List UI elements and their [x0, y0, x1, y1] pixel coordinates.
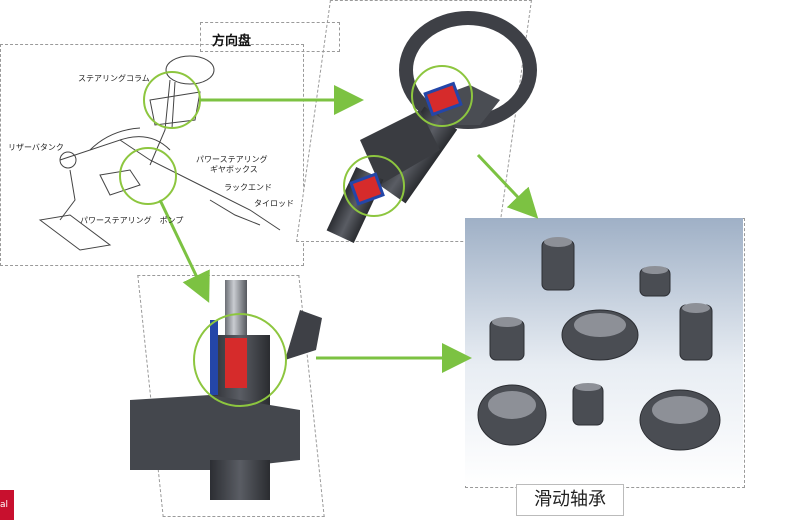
page-title: 方向盘: [212, 34, 252, 49]
label-pump: パワーステアリング ポンプ: [80, 216, 184, 225]
label-gearbox-line2: ギヤボックス: [210, 165, 258, 174]
steering-wheel-illustration: [326, 11, 537, 244]
bearings-photo: [477, 237, 721, 451]
label-steering-column: ステアリングコラム: [78, 74, 150, 83]
label-tie-rod: タイロッド: [254, 199, 294, 208]
title-frame: [200, 22, 340, 52]
label-rack-end: ラックエンド: [224, 183, 272, 192]
bottom-caption: 滑动轴承: [516, 484, 624, 516]
connector-arrows: [158, 85, 539, 373]
label-reservoir-tank: リザーバタンク: [8, 143, 64, 152]
gearbox-illustration: [130, 280, 322, 500]
gearbox-highlight-circle: [119, 147, 177, 205]
label-gearbox-line1: パワーステアリング: [196, 155, 268, 164]
corner-badge: al: [0, 490, 14, 520]
